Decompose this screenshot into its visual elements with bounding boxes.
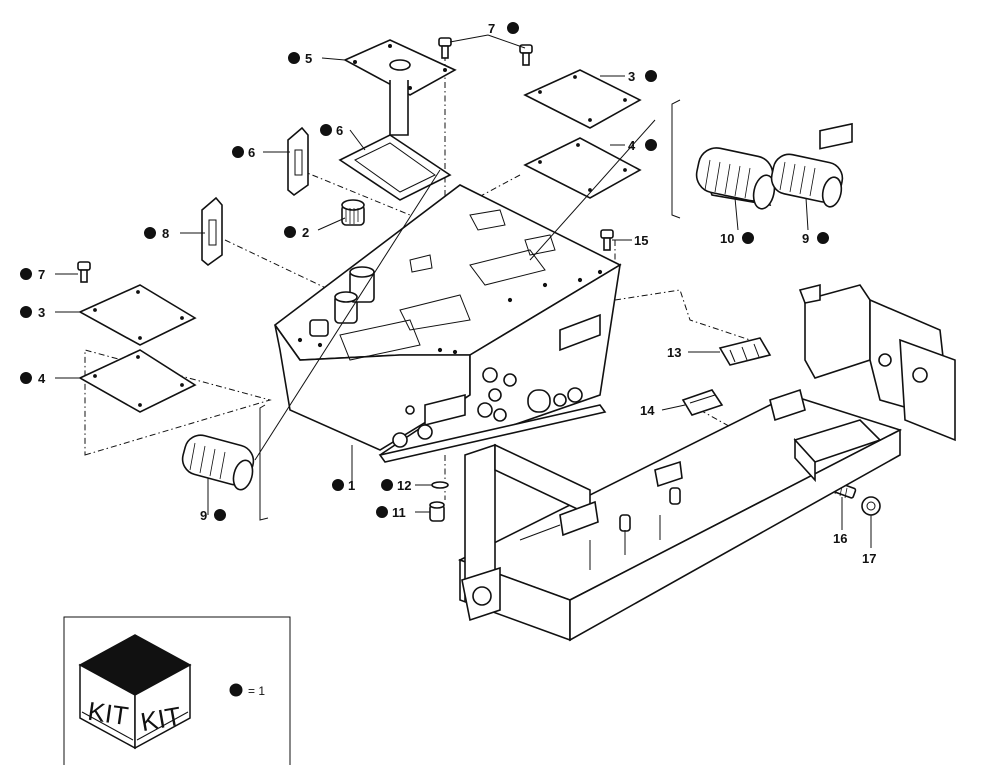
callout-3-left: 3 (38, 305, 45, 320)
callout-3-right: 3 (628, 69, 635, 84)
kit-equals-label: = 1 (248, 684, 265, 698)
cover-plate-5 (343, 39, 457, 136)
callout-4-right: 4 (628, 138, 636, 153)
cover-3-left (78, 284, 197, 346)
bolt-7-b (519, 44, 533, 66)
callout-6-gauge: 6 (248, 145, 255, 160)
assembly-brackets (254, 99, 681, 521)
bolt-7-a (438, 37, 452, 59)
callout-15: 15 (634, 233, 648, 248)
washer-12 (431, 481, 449, 489)
callout-leaders (55, 34, 872, 548)
callout-13: 13 (667, 345, 681, 360)
kit-label-right: KIT (138, 701, 183, 738)
callout-10: 10 (720, 231, 734, 246)
cover-4-right (523, 137, 642, 199)
callout-16: 16 (833, 531, 847, 546)
filter-9-left (181, 434, 255, 491)
callout-11: 11 (392, 505, 406, 520)
kit-dot-icon (229, 683, 243, 697)
clip-13 (718, 337, 772, 366)
sight-gauge-6 (287, 126, 309, 197)
callout-7-top: 7 (488, 21, 495, 36)
mounting-frame (457, 122, 956, 642)
bolt-7-left (77, 261, 91, 283)
callout-9-right: 9 (802, 231, 809, 246)
callout-2: 2 (302, 225, 309, 240)
callout-6-gasket: 6 (336, 123, 343, 138)
clamp-14 (681, 389, 724, 416)
filter-9-right (770, 153, 844, 208)
callout-dots (20, 22, 829, 521)
gasket-6 (338, 134, 452, 201)
cap-2 (341, 199, 365, 226)
filter-10 (695, 147, 776, 210)
callout-7-left: 7 (38, 267, 45, 282)
kit-cube-icon: KIT KIT (78, 634, 192, 750)
kit-label-left: KIT (86, 696, 130, 731)
kit-legend: KIT KIT = 1 (63, 616, 291, 765)
bolt-15 (600, 229, 614, 251)
callout-12: 12 (397, 478, 411, 493)
callout-4-left: 4 (38, 371, 46, 386)
callout-labels: 5 6 6 8 2 7 3 4 7 3 4 10 9 15 13 14 1 12… (38, 21, 876, 566)
main-tank (273, 184, 622, 463)
callout-8: 8 (162, 226, 169, 241)
cover-3-right (523, 69, 642, 129)
cover-4-left (78, 349, 197, 413)
callout-9-left: 9 (200, 508, 207, 523)
nut-17 (861, 496, 881, 516)
callout-14: 14 (640, 403, 655, 418)
sight-gauge-8 (201, 196, 223, 267)
callout-17: 17 (862, 551, 876, 566)
callout-5: 5 (305, 51, 312, 66)
plug-11 (429, 501, 445, 522)
callout-1: 1 (348, 478, 355, 493)
